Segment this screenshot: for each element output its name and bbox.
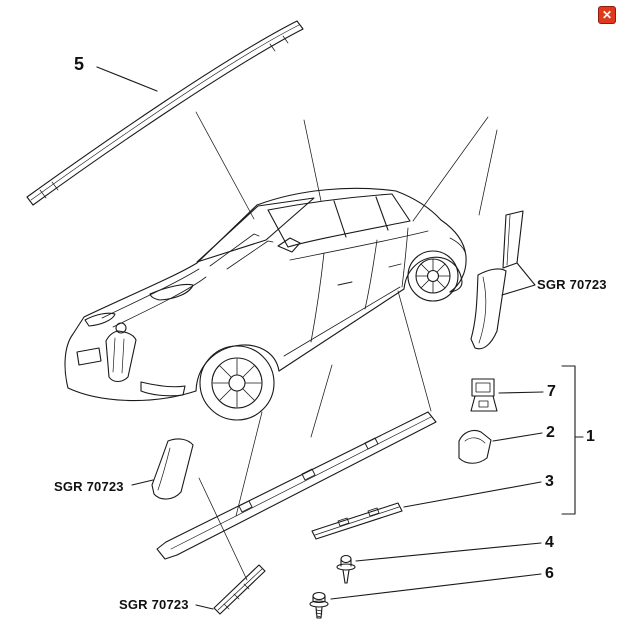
callout-1[interactable]: 1 bbox=[586, 428, 595, 445]
callout-2[interactable]: 2 bbox=[546, 424, 555, 441]
part-6-screw-drawing bbox=[309, 573, 542, 619]
close-icon: ✕ bbox=[601, 8, 613, 22]
part-2-cap-drawing bbox=[458, 429, 543, 464]
part-4-fastener-drawing bbox=[336, 542, 542, 584]
sgr-reference-right[interactable]: SGR 70723 bbox=[537, 277, 607, 292]
left-pillar-trim-drawing bbox=[131, 438, 194, 500]
sgr-reference-left[interactable]: SGR 70723 bbox=[54, 479, 124, 494]
part-5-roof-strip-drawing bbox=[26, 20, 304, 206]
part-1-sill-moulding-drawing bbox=[156, 411, 437, 560]
callout-6[interactable]: 6 bbox=[545, 565, 554, 582]
sgr-reference-bottom[interactable]: SGR 70723 bbox=[119, 597, 189, 612]
bottom-strip-drawing bbox=[195, 564, 266, 615]
car-illustration bbox=[64, 187, 467, 421]
callout-4[interactable]: 4 bbox=[545, 534, 554, 551]
callout-1-bracket bbox=[561, 365, 584, 515]
context-leader-lines bbox=[195, 111, 498, 581]
callout-5[interactable]: 5 bbox=[74, 54, 85, 74]
b-pillar-trims-drawing bbox=[470, 210, 536, 350]
callout-3[interactable]: 3 bbox=[545, 473, 554, 490]
callout-7[interactable]: 7 bbox=[547, 383, 556, 400]
close-button[interactable]: ✕ bbox=[598, 6, 616, 24]
part-7-clip-drawing bbox=[470, 378, 544, 412]
part-3-strip-drawing bbox=[311, 481, 542, 540]
